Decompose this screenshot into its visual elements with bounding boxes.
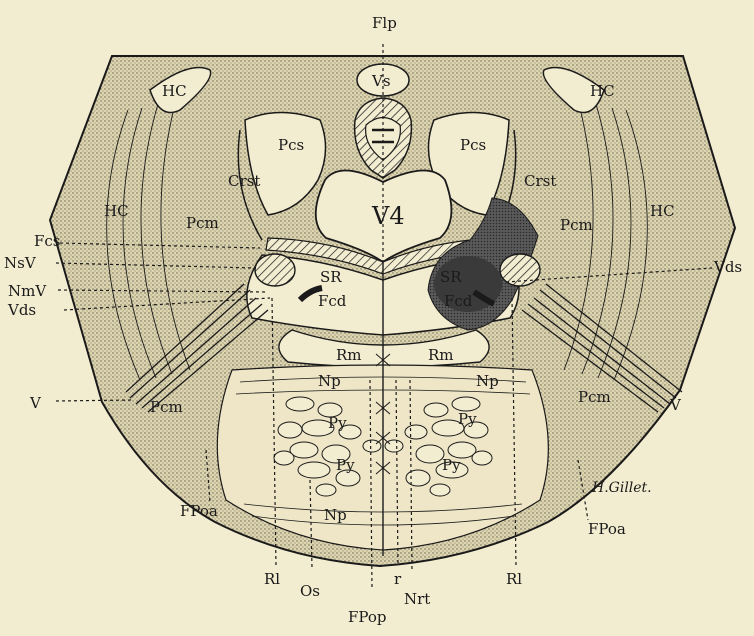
label-py-upper-right: Py — [458, 410, 477, 428]
label-flp: Flp — [372, 14, 397, 32]
label-py-upper-left: Py — [328, 414, 347, 432]
label-py-lower-left: Py — [336, 456, 355, 474]
label-vds-right: Vds — [713, 258, 742, 276]
label-pcs-right: Pcs — [460, 136, 486, 154]
label-r: r — [394, 570, 402, 588]
label-signature: H.Gillet. — [591, 480, 652, 496]
label-fpoa-left: FPoa — [180, 502, 218, 520]
label-np-upper-right: Np — [476, 372, 499, 390]
label-nrt: Nrt — [404, 590, 430, 608]
label-sr-left: SR — [320, 268, 342, 286]
label-fcs: Fcs — [34, 232, 61, 250]
label-pcm-upper-right: Pcm — [560, 216, 593, 234]
label-hc-top-left: HC — [162, 82, 187, 100]
label-sr-right: SR — [440, 268, 462, 286]
label-pcm-upper-left: Pcm — [186, 214, 219, 232]
label-v4: V4 — [371, 202, 405, 230]
label-rl-right: Rl — [506, 570, 522, 588]
label-rl-left: Rl — [264, 570, 280, 588]
label-rm-right: Rm — [428, 346, 454, 364]
label-v-right: V — [669, 396, 682, 414]
label-py-lower-right: Py — [442, 456, 461, 474]
label-hc-top-right: HC — [590, 82, 615, 100]
label-pcs-left: Pcs — [278, 136, 304, 154]
label-vds-left: Vds — [7, 301, 36, 319]
label-nsv: NsV — [4, 254, 37, 272]
label-np-upper-left: Np — [318, 372, 341, 390]
label-os: Os — [300, 582, 320, 600]
label-crst-left: Crst — [228, 172, 260, 190]
label-v-left: V — [29, 394, 42, 412]
label-hc-left: HC — [104, 202, 129, 220]
label-hc-right: HC — [650, 202, 675, 220]
label-pcm-lower-right: Pcm — [578, 388, 611, 406]
label-fcd-left: Fcd — [318, 292, 347, 310]
label-pcm-lower-left: Pcm — [150, 398, 183, 416]
label-fpoa-right: FPoa — [588, 520, 626, 538]
label-nmv: NmV — [8, 282, 47, 300]
label-vs: Vs — [371, 72, 391, 90]
nsv-left — [255, 254, 295, 286]
label-fcd-right: Fcd — [444, 292, 473, 310]
label-fpop: FPop — [348, 608, 387, 626]
label-np-lower: Np — [324, 506, 347, 524]
label-crst-right: Crst — [524, 172, 556, 190]
label-rm-left: Rm — [336, 346, 362, 364]
